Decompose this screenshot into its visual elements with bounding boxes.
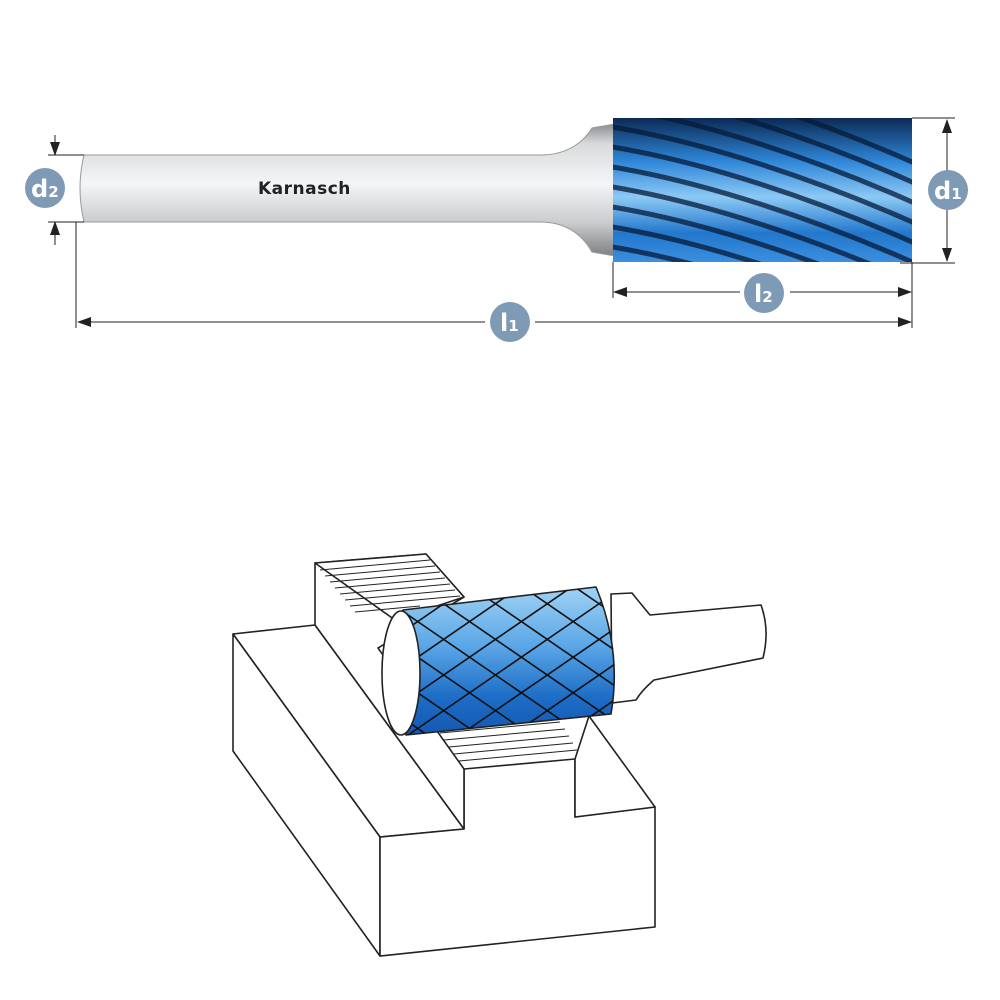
burr-shank <box>610 592 767 704</box>
burr-tool: Karnasch <box>79 118 912 262</box>
burr-cylinder <box>402 586 616 736</box>
brand-logo: Karnasch <box>258 179 351 199</box>
cross-cut-teeth <box>403 587 615 735</box>
svg-text:d2: d2 <box>31 175 59 203</box>
badge-d1: d1 <box>928 170 968 210</box>
badge-l1: l1 <box>490 302 530 342</box>
badge-l2: l2 <box>744 273 784 313</box>
tool-shank <box>79 123 616 257</box>
helical-flutes <box>613 118 912 262</box>
burr-in-use <box>381 586 767 736</box>
badge-d2: d2 <box>25 168 65 208</box>
workpiece-block <box>232 553 656 957</box>
svg-text:l2: l2 <box>754 280 773 308</box>
svg-text:l1: l1 <box>500 309 519 337</box>
dimension-lines <box>48 117 955 328</box>
workpiece-hatching <box>319 559 578 762</box>
burr-end-face <box>381 610 421 736</box>
svg-text:d1: d1 <box>934 177 962 205</box>
